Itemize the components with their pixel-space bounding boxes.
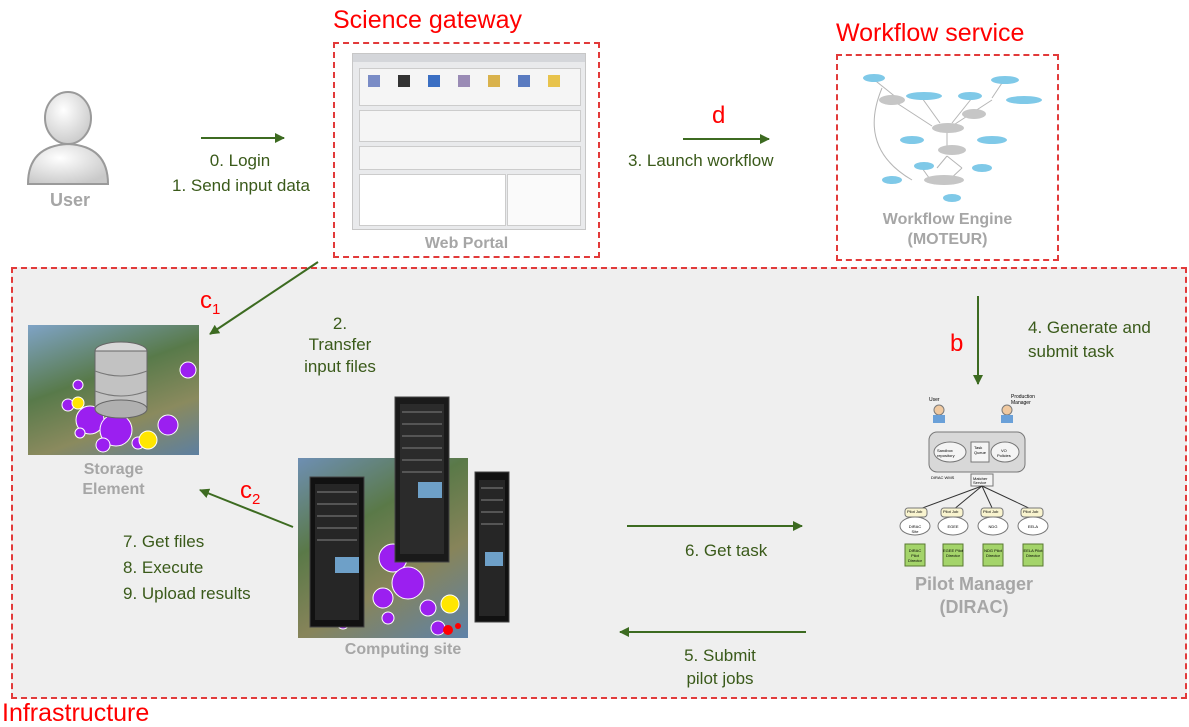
workflow-service-region	[836, 54, 1059, 261]
step-login: 0. Login	[209, 151, 271, 170]
dirac-pm-label-1: Production	[1011, 394, 1035, 400]
storage-label-2: Element	[82, 481, 145, 498]
infrastructure-title: Infrastructure	[2, 699, 150, 727]
dirac-sandbox-label-1: Sandbox	[937, 448, 953, 453]
dirac-pilot-job-1: Pilot Job	[907, 509, 923, 514]
dirac-pilot-job-4: Pilot Job	[1023, 509, 1039, 514]
step-transfer-2: Transfer	[308, 335, 372, 354]
dirac-diagram: User Production Manager Sandbox reposito…	[893, 392, 1055, 572]
web-portal-label: Web Portal	[424, 235, 509, 252]
science-gateway-title: Science gateway	[333, 6, 523, 34]
dirac-director-2: EGEE Pilot Director	[943, 548, 964, 558]
step-transfer-1: 2.	[332, 314, 348, 333]
computing-site-label: Computing site	[344, 641, 462, 658]
dirac-director-3: NDG Pilot Director	[984, 548, 1002, 558]
dirac-pilot-job-2: Pilot Job	[943, 509, 959, 514]
step-upload: 9. Upload results	[123, 584, 251, 603]
workflow-graph	[863, 74, 1042, 202]
dirac-site-3: NDG	[988, 524, 998, 529]
step-generate-2: submit task	[1028, 342, 1114, 361]
dirac-wms-label: DIRAC WMS	[931, 475, 955, 480]
step-send-input: 1. Send input data	[171, 176, 310, 195]
step-submit-2: pilot jobs	[686, 669, 754, 688]
server-racks-icon	[309, 396, 510, 628]
workflow-engine-label: Workflow Engine	[882, 211, 1013, 228]
dirac-sandbox-label-2: repository	[937, 453, 955, 458]
step-launch-workflow: 3. Launch workflow	[628, 151, 774, 170]
moteur-label: (MOTEUR)	[907, 231, 988, 248]
dirac-director-1: DIRAC Pilot Director	[907, 548, 922, 563]
step-submit-1: 5. Submit	[684, 646, 756, 665]
step-get-task: 6. Get task	[685, 541, 768, 560]
web-portal-screenshot	[352, 53, 586, 230]
user-icon	[26, 91, 110, 185]
step-execute: 8. Execute	[123, 558, 204, 577]
arrow-get-files	[199, 488, 294, 528]
dirac-site-1: DIRAC Site	[908, 524, 922, 534]
storage-element-map	[28, 325, 199, 455]
user-label: User	[49, 190, 91, 210]
letter-b: b	[950, 330, 964, 357]
dirac-site-4: EELA	[1027, 524, 1039, 529]
dirac-vo-label-2: Policies	[997, 453, 1011, 458]
dirac-director-4: EELA Pilot Director	[1023, 548, 1043, 558]
dirac-label: (DIRAC)	[939, 597, 1009, 617]
dirac-user-label: User	[929, 397, 940, 403]
dirac-pilot-job-3: Pilot Job	[983, 509, 999, 514]
dirac-taskqueue-label-1: Task	[974, 445, 983, 450]
step-transfer-3: input files	[304, 357, 376, 376]
arrow-transfer-input	[209, 261, 319, 335]
dirac-taskqueue-label-2: Queue	[974, 450, 987, 455]
dirac-matcher-label-1: Matcher	[973, 476, 988, 481]
workflow-service-title: Workflow service	[836, 19, 1025, 47]
pilot-manager-label: Pilot Manager	[914, 574, 1034, 594]
dirac-vo-label-1: VO	[1001, 448, 1007, 453]
dirac-site-2: EGEE	[947, 524, 959, 529]
step-generate-1: 4. Generate and	[1028, 318, 1151, 337]
letter-c2: c2	[240, 477, 261, 508]
letter-d: d	[712, 102, 726, 129]
dirac-matcher-label-2: Service	[973, 480, 987, 485]
letter-c1: c1	[200, 287, 221, 318]
storage-label-1: Storage	[83, 461, 144, 478]
dirac-pm-label-2: Manager	[1011, 400, 1031, 406]
step-get-files: 7. Get files	[123, 532, 205, 551]
